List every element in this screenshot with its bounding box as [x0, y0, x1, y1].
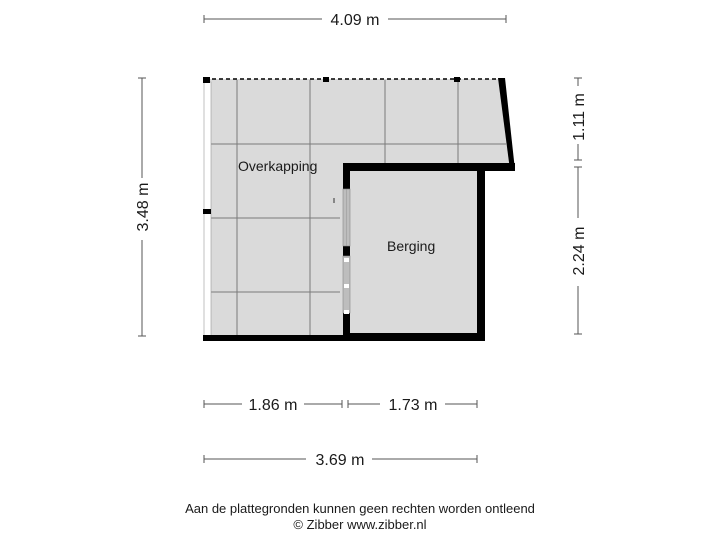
dimension-bottom-left-label: 1.86 m: [249, 397, 298, 414]
room-label-overkapping: Overkapping: [238, 158, 317, 174]
room-label-berging: Berging: [387, 238, 435, 254]
dimension-bottom-right: [347, 400, 478, 408]
bottom-wall: [203, 335, 348, 341]
dimension-top-label: 4.09 m: [331, 12, 380, 29]
dimension-left: [138, 77, 146, 337]
dimension-bottom-left: [203, 400, 343, 408]
dimension-top: [203, 15, 507, 23]
dimension-bottom-total: [203, 455, 478, 463]
dimension-right-lower-label: 2.24 m: [571, 227, 588, 276]
dimension-right-upper: [574, 77, 582, 161]
copyright-text: © Zibber www.zibber.nl: [293, 517, 427, 532]
dimension-left-label: 3.48 m: [135, 183, 152, 232]
dimension-right-upper-label: 1.11 m: [571, 93, 588, 141]
dimension-bottom-total-label: 3.69 m: [316, 452, 365, 469]
dimension-bottom-right-label: 1.73 m: [389, 397, 438, 414]
overkapping-area: [203, 77, 515, 337]
disclaimer-text: Aan de plattegronden kunnen geen rechten…: [185, 501, 535, 516]
berging-room: [342, 163, 515, 341]
dimension-right-lower: [574, 166, 582, 335]
